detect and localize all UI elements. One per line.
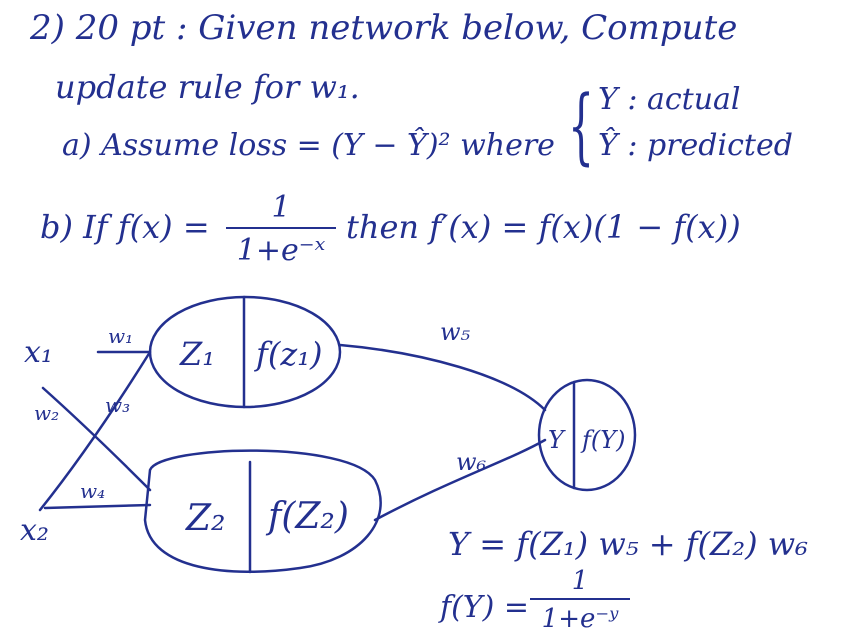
weight-w3: w₃ — [105, 393, 130, 417]
weight-w1: w₁ — [108, 324, 133, 348]
sigmoid-denominator: 1+e⁻ˣ — [236, 233, 326, 268]
node2-fz2: f(Z₂) — [265, 496, 349, 537]
question-line-1: 2) 20 pt : Given network below, Compute — [30, 8, 738, 48]
curly-brace: { — [568, 79, 595, 174]
output-node — [537, 378, 637, 492]
edge-w6 — [373, 438, 547, 522]
weight-w5: w₅ — [440, 318, 471, 346]
fy-fraction-bar — [530, 598, 630, 600]
part-a-loss: a) Assume loss = (Y − Ŷ)² where — [62, 128, 555, 163]
input-x2: x₂ — [20, 513, 49, 548]
legend-predicted: Ŷ : predicted — [598, 128, 793, 163]
node1-fz1: f(z₁) — [254, 335, 323, 373]
fy-numerator: 1 — [571, 566, 589, 596]
edge-w2 — [41, 386, 152, 492]
edge-w5 — [338, 343, 547, 412]
input-x1: x₁ — [24, 335, 53, 370]
weight-w2: w₂ — [34, 401, 59, 425]
edge-w3 — [38, 350, 152, 512]
node2-z2: Z₂ — [185, 498, 225, 539]
sigmoid-numerator: 1 — [271, 190, 291, 225]
fraction-bar — [226, 227, 336, 229]
edge-w4 — [43, 503, 152, 510]
fy-denominator: 1+e⁻ʸ — [541, 604, 619, 634]
hidden-node-2 — [143, 449, 382, 573]
node1-z1: Z₁ — [179, 335, 215, 373]
weight-w4: w₄ — [80, 479, 105, 503]
legend-actual: Y : actual — [598, 82, 741, 117]
equation-y: Y = f(Z₁) w₅ + f(Z₂) w₆ — [448, 525, 808, 563]
equation-fy-fraction: 1 1+e⁻ʸ — [530, 566, 630, 634]
sigmoid-fraction: 1 1+e⁻ˣ — [226, 190, 336, 268]
output-fy: f(Y) — [580, 426, 625, 454]
equation-fy-lhs: f(Y) = — [440, 590, 529, 625]
output-y: Y — [548, 426, 566, 454]
question-line-2: update rule for w₁. — [55, 68, 360, 106]
part-b-derivative: then f′(x) = f(x)(1 − f(x)) — [346, 208, 741, 246]
weight-w6: w₆ — [456, 448, 487, 476]
part-b-lhs: b) If f(x) = — [40, 208, 210, 246]
